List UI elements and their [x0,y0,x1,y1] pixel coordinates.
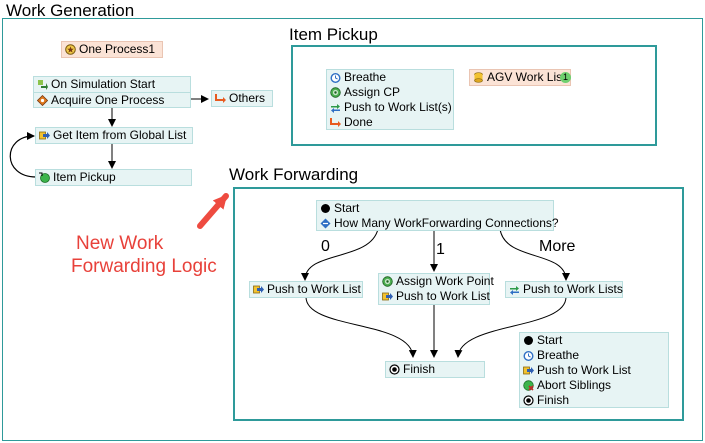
get-item-node[interactable]: Get Item from Global List [35,127,193,144]
simulation-start-node[interactable]: On Simulation Start Acquire One Process [33,76,191,108]
star-circle-icon [65,44,76,55]
others-node[interactable]: Others [211,90,273,107]
abort-siblings-label: Abort Siblings [537,378,612,392]
yellow-database-icon [473,72,484,83]
blue-clock-icon [330,72,341,84]
get-item-label: Get Item from Global List [53,128,187,142]
radio-circle-icon [389,364,400,375]
item-pickup-node[interactable]: Item Pickup [35,169,192,186]
edge-label-zero: 0 [321,238,330,255]
edge-label-one: 1 [436,241,445,258]
item-pickup-label: Item Pickup [53,170,116,184]
push-to-work-lists-label: Push to Work List(s) [344,100,452,114]
green-target-icon [330,87,341,98]
push-to-work-list-label: Push to Work List [267,282,361,296]
yellow-push-arrow-icon [382,291,393,302]
push-to-work-lists-node[interactable]: Push to Work Lists [505,281,623,298]
wf-start-label: Start [334,201,360,215]
green-x-circle-icon [523,380,534,391]
green-cycle-arrows-icon [330,102,341,113]
orange-diamond-icon [36,94,49,107]
green-arrow-icon [37,79,48,90]
green-cycle-arrows-icon [509,284,520,295]
black-dot-icon [523,335,534,346]
yellow-push-arrow-icon [39,130,50,141]
done-label: Done [344,115,373,129]
radio-circle-icon [523,395,534,406]
blue-branch-icon [320,218,331,229]
finish-label: Finish [403,362,436,376]
push-to-work-list-node[interactable]: Push to Work List [249,281,363,298]
work-generation-frame [2,18,703,441]
assign-push-to-work-list-label: Push to Work List [396,289,490,303]
push-to-work-lists-label: Push to Work Lists [523,282,623,296]
red-exit-arrow-icon [215,93,226,104]
work-forwarding-frame [233,187,684,421]
agv-work-list-badge: 1 [560,72,571,83]
item-pickup-frame [291,45,657,146]
agv-work-list-label: AGV Work List [487,70,566,84]
one-process-node[interactable]: One Process1 [61,41,163,58]
assign-work-point-node[interactable]: Assign Work Point Push to Work List [378,273,494,305]
work-forwarding-title: Work Forwarding [229,165,359,184]
edge-pickup-loop-back [9,132,37,178]
sibling-push-label: Push to Work List [537,363,631,377]
black-dot-icon [320,203,331,214]
sibling-flow-node[interactable]: Start Breathe Push to Work List Abort Si… [519,332,669,408]
annotation-line-1: New Work [76,233,164,254]
one-process-label: One Process1 [79,42,156,56]
annotation-line-2: Forwarding Logic [71,256,217,277]
assign-work-point-label: Assign Work Point [396,274,494,288]
assign-cp-label: Assign CP [344,85,401,99]
breathe-label: Breathe [344,70,387,84]
finish-node[interactable]: Finish [385,361,485,378]
edge-start-to-push-lists [499,228,570,281]
green-target-icon [382,276,393,287]
edge-start-to-push-left [301,228,379,281]
annotation-arrow [197,193,229,229]
yellow-push-arrow-icon [253,284,264,295]
on-simulation-start-label: On Simulation Start [51,77,156,91]
yellow-push-arrow-icon [523,365,534,376]
edge-push-left-to-finish [305,296,417,358]
agv-work-list-node[interactable]: AGV Work List 1 [469,69,571,86]
sibling-breathe-label: Breathe [537,348,580,362]
wf-start-node[interactable]: Start How Many WorkForwarding Connection… [316,200,559,231]
pickup-activities-node[interactable]: Breathe Assign CP Push to Work List(s) D… [326,69,454,130]
item-pickup-title: Item Pickup [289,25,378,44]
blue-clock-icon [523,350,534,362]
edge-label-more: More [539,238,576,255]
acquire-one-process-label: Acquire One Process [51,93,165,107]
green-circle-icon [39,172,50,183]
sibling-finish-label: Finish [537,393,570,407]
how-many-connections-label: How Many WorkForwarding Connections? [334,216,559,230]
sibling-start-label: Start [537,333,563,347]
work-generation-title: Work Generation [6,1,135,20]
edge-push-lists-to-finish [454,296,567,358]
others-label: Others [229,91,266,105]
red-exit-arrow-icon [330,117,341,128]
